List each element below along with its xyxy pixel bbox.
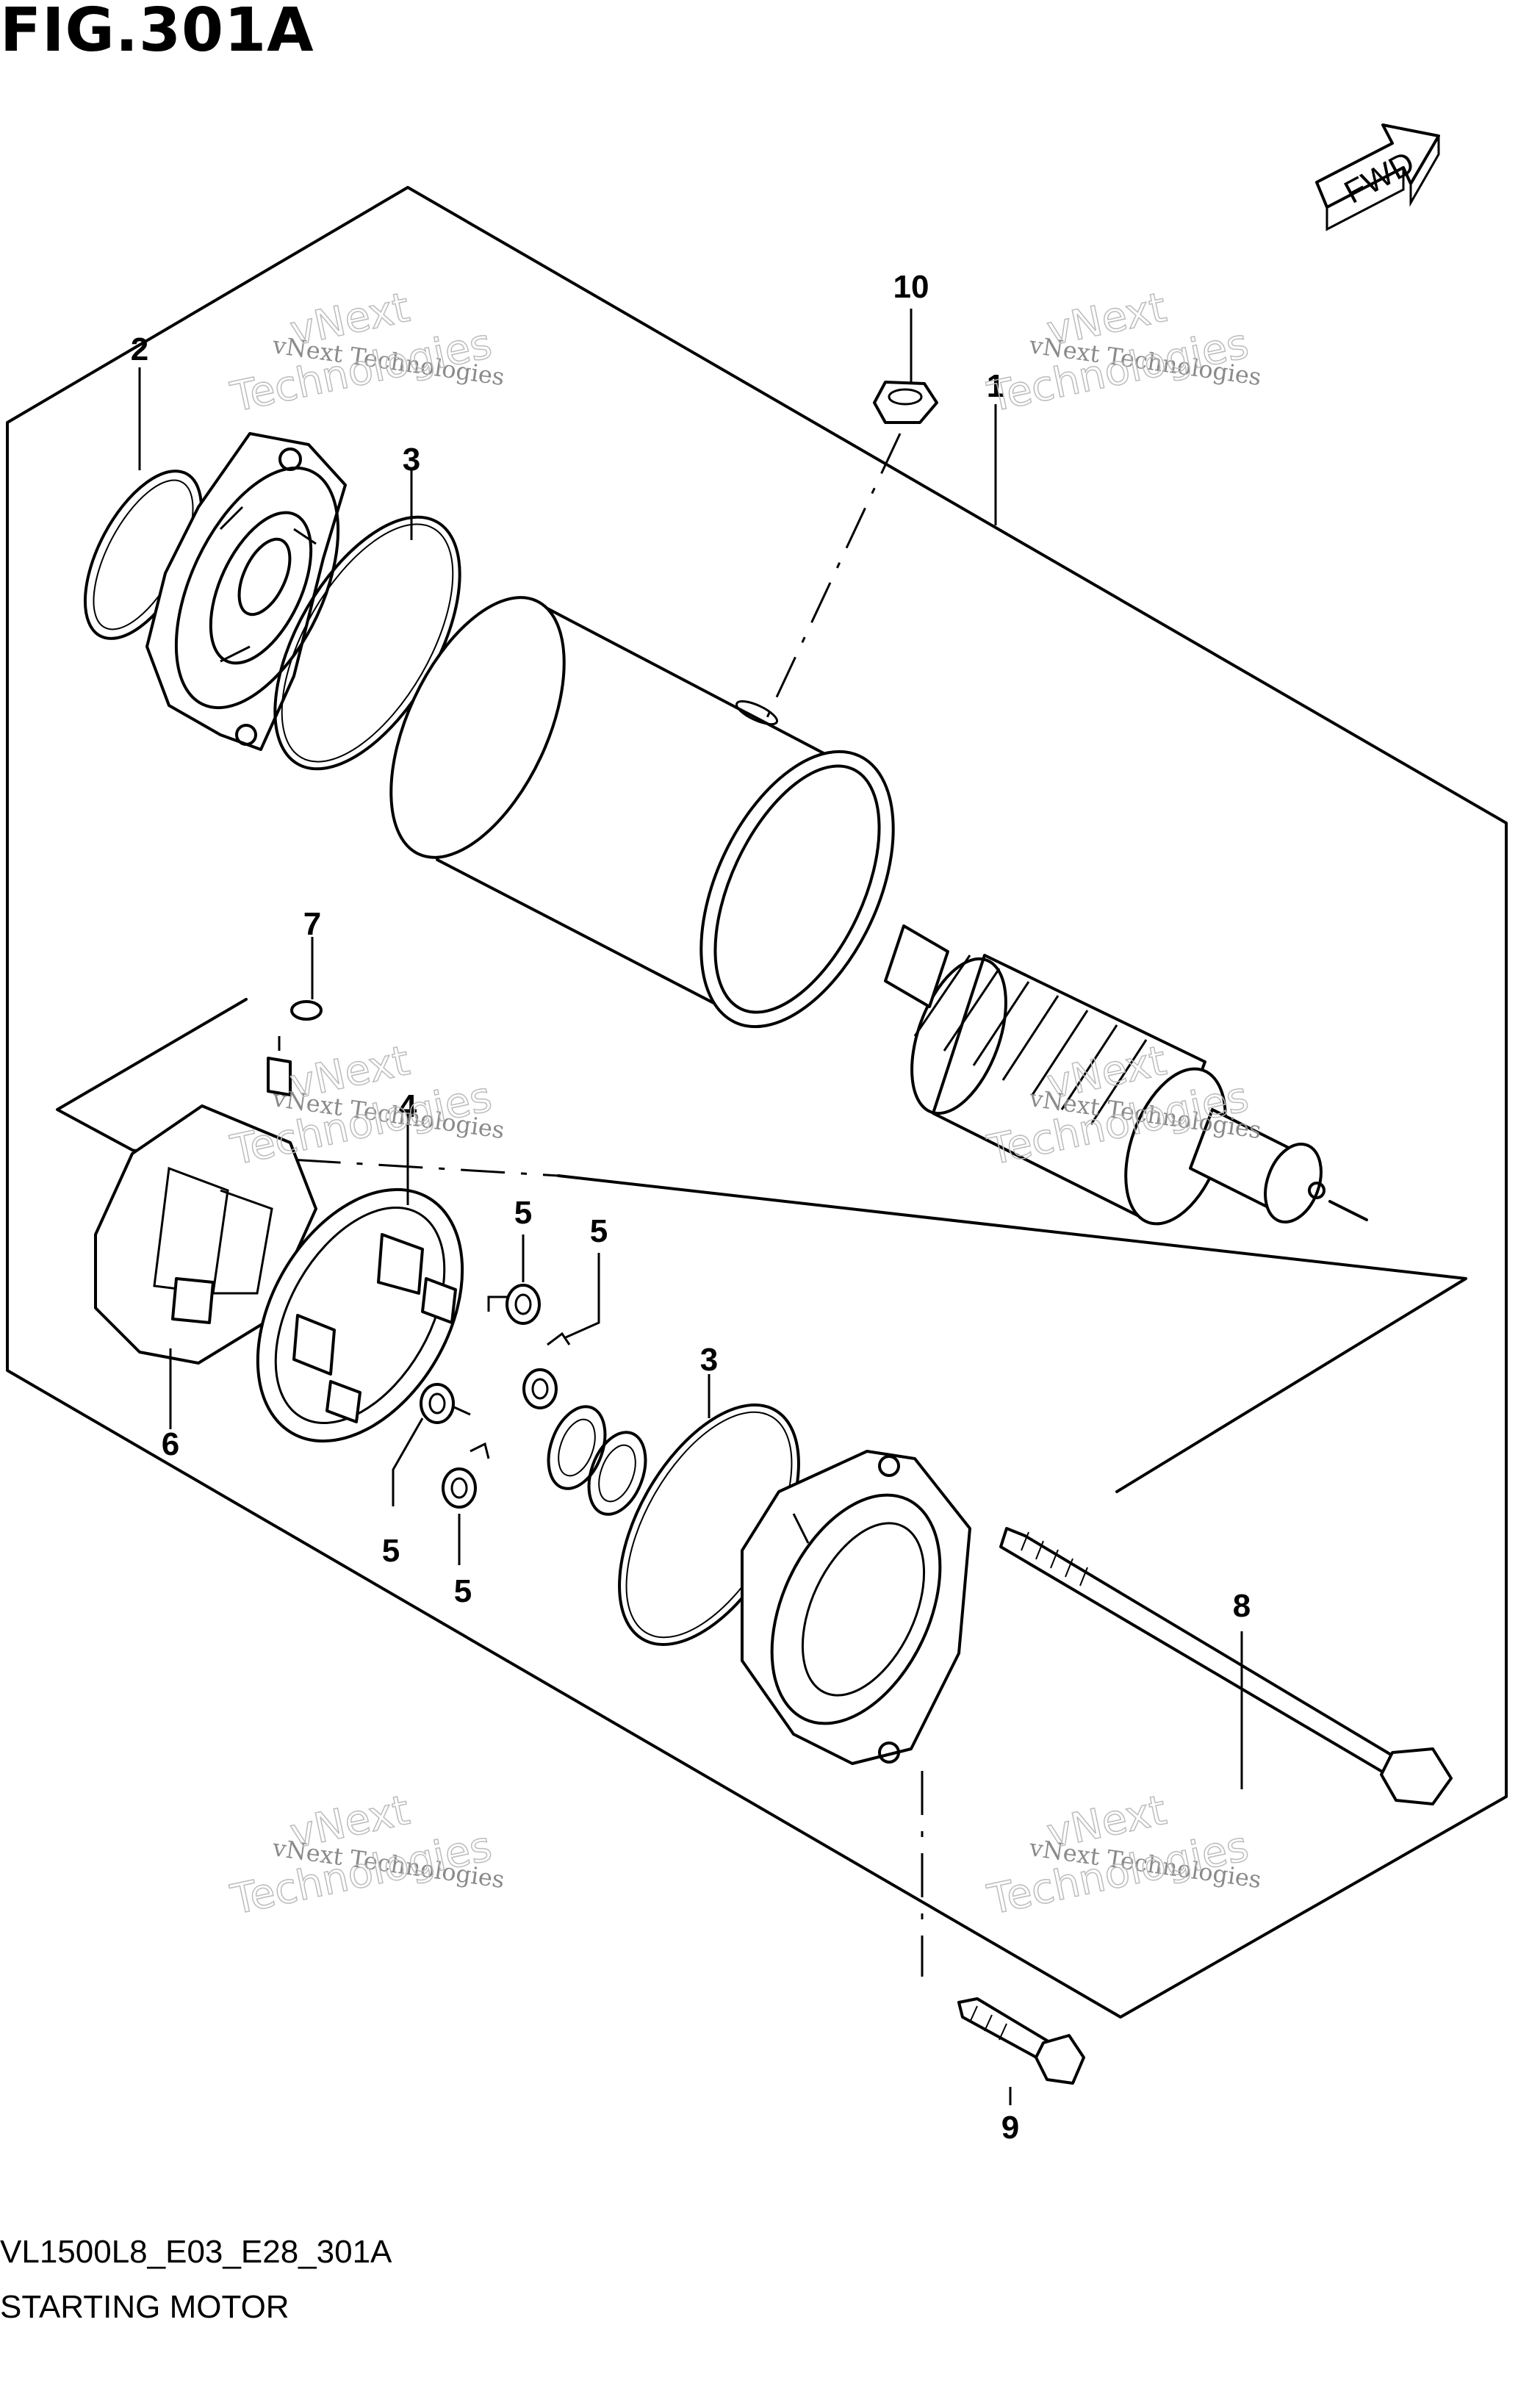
o-ring-part-7 [290, 1000, 323, 1021]
brush-spring-part-5-a [487, 1284, 541, 1325]
yoke-motor-case [389, 596, 895, 1029]
front-cover-housing [145, 432, 347, 751]
washer-2 [587, 1431, 647, 1516]
callout-part-9: 9 [1001, 2110, 1019, 2146]
callout-part-3-bottom: 3 [700, 1342, 718, 1378]
watermark-top-right: vNext Technologies vNext Technologies [983, 283, 1263, 422]
figure-code: VL1500L8_E03_E28_301A [0, 2234, 392, 2270]
brush-assembly-dash [132, 1149, 559, 1177]
brush-holder-end-part-6 [94, 1036, 317, 1365]
callout-part-2: 2 [131, 331, 148, 367]
callout-part-5-b: 5 [590, 1213, 608, 1249]
callout-part-5-a: 5 [514, 1195, 532, 1231]
callout-part-6: 6 [162, 1426, 179, 1462]
figure-title: FIG.301A [0, 0, 314, 65]
callout-part-4: 4 [399, 1088, 417, 1124]
watermark-bottom-left: vNext Technologies vNext Technologies [226, 1786, 506, 1924]
callout-part-5-c: 5 [382, 1533, 400, 1569]
dashed-line-part-10 [763, 433, 902, 725]
figure-caption: STARTING MOTOR [0, 2289, 289, 2325]
brush-spring-part-5-b [522, 1331, 571, 1409]
through-bolt-part-8 [999, 1527, 1453, 1805]
bolt-part-9 [957, 1997, 1085, 2085]
washer-1 [547, 1405, 607, 1490]
callout-part-10: 10 [893, 269, 929, 305]
nut-part-10 [873, 381, 938, 424]
brush-assembly-outline [56, 998, 1467, 1493]
fwd-arrow-icon: FWD [1315, 123, 1440, 231]
rear-housing [741, 1450, 971, 1765]
assembly-outline [6, 186, 1508, 2019]
callout-part-1: 1 [987, 368, 1004, 404]
brush-plate-part-4 [256, 1187, 464, 1443]
leader-lines [138, 309, 1243, 2105]
callout-part-5-d: 5 [454, 1573, 472, 1609]
callout-part-7: 7 [303, 906, 321, 942]
brush-spring-part-5-c [420, 1383, 471, 1424]
callout-part-3-top: 3 [403, 442, 420, 478]
callout-part-8: 8 [1233, 1588, 1251, 1624]
brush-spring-part-5-d [442, 1442, 490, 1509]
watermark-bottom-right: vNext Technologies vNext Technologies [983, 1786, 1263, 1924]
watermark-top-left: vNext Technologies vNext Technologies [226, 283, 506, 422]
armature [884, 924, 1368, 1226]
